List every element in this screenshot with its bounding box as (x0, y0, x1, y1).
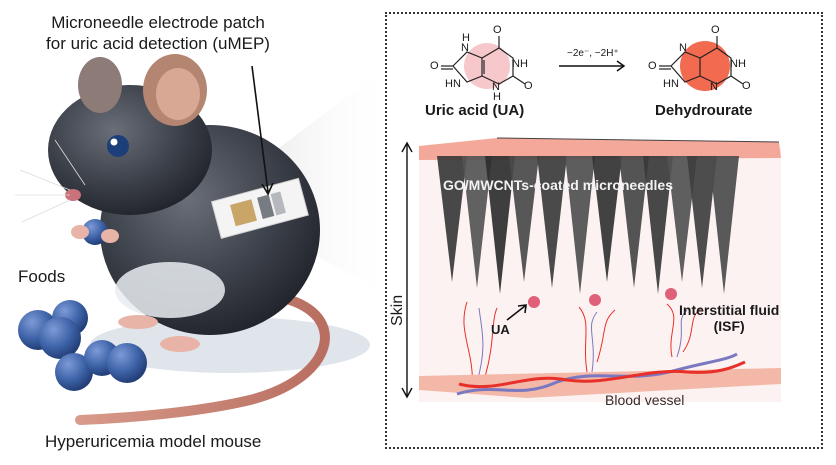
patch-pointer-arrowhead (261, 182, 274, 196)
microneedle (485, 156, 515, 294)
ua-label: UA (491, 322, 510, 337)
mouse-eye (107, 135, 129, 157)
skin-label: Skin (389, 294, 406, 326)
microneedle (537, 156, 567, 288)
microneedle (709, 156, 739, 294)
microneedle (592, 156, 622, 282)
microneedle (565, 156, 595, 294)
blueberries (18, 300, 147, 391)
held-blueberry (82, 219, 108, 245)
vein (456, 352, 738, 396)
mouse-drawing (15, 54, 395, 425)
patch-electrode-light (270, 191, 286, 216)
patch-label-line1: Microneedle electrode patch (51, 13, 265, 32)
microneedle (619, 156, 649, 288)
dehydrourate-highlight (680, 41, 730, 91)
patch-gold-electrode (230, 199, 257, 227)
isf-label: Interstitial fluid (ISF) (679, 302, 779, 334)
atom-label: O (430, 60, 439, 72)
ua-particle (528, 296, 540, 308)
needles-label: GO/MWCNTs-coated microneedles (443, 177, 674, 193)
atom-label: H (462, 32, 470, 44)
microneedle (687, 156, 717, 288)
skin-top-layer (419, 138, 781, 160)
atom-label: N (679, 42, 687, 54)
microneedle (643, 156, 673, 294)
artery (458, 360, 746, 389)
microneedle-patch (210, 177, 309, 239)
blueberry (55, 353, 93, 391)
mouse-foot-front (118, 315, 158, 329)
uric-acid-bonds (441, 36, 526, 85)
reactant-name: Uric acid (UA) (425, 102, 525, 119)
blueberry (107, 343, 147, 383)
microneedle-array (437, 156, 739, 294)
atom-label: NH (512, 58, 528, 70)
atom-label: NH (730, 58, 746, 70)
dehydrourate-bonds (659, 36, 744, 85)
patch-electrode-dark (257, 194, 275, 220)
atom-label: O (742, 80, 751, 92)
patch-base-edge (496, 137, 780, 143)
isf-label-line2: (ISF) (713, 318, 745, 334)
microneedle (509, 156, 539, 282)
atom-label: N (461, 42, 469, 54)
blueberry (39, 317, 81, 359)
atom-label: HN (663, 78, 679, 90)
microneedle (437, 156, 467, 282)
mouse-illustration-panel: Microneedle electrode patch for uric aci… (0, 0, 395, 465)
mouse-whiskers (15, 139, 86, 223)
atom-label: O (524, 80, 533, 92)
atom-label: N (492, 81, 500, 93)
atom-label: O (711, 24, 720, 36)
mouse-paw-left (71, 225, 89, 239)
mouse-eye-shine (110, 138, 118, 146)
patch-label-line2: for uric acid detection (uMEP) (46, 34, 270, 53)
mouse-ear-left (78, 57, 122, 113)
reaction-arrowhead (616, 60, 626, 72)
uric-acid-highlight (464, 43, 510, 89)
mouse-caption: Hyperuricemia model mouse (45, 432, 262, 451)
microneedle (667, 156, 697, 282)
patch-pointer-line (251, 65, 269, 193)
reaction-scheme (441, 36, 744, 91)
reaction-conditions: −2e⁻, −2H⁺ (567, 48, 619, 59)
detection-mechanism-panel: H N O NH O HN N H O N O NH O HN N O −2e⁻… (385, 12, 823, 449)
mouse-ear-inner (156, 68, 200, 120)
mouse-nose (65, 189, 81, 201)
product-name: Dehydrourate (655, 102, 753, 119)
mouse-foot-back (160, 336, 200, 352)
mouse-paw-right (101, 229, 119, 243)
skin-cross-section (401, 137, 781, 402)
atom-label: H (493, 91, 501, 103)
mouse-belly (115, 262, 225, 318)
patch-label: Microneedle electrode patch for uric aci… (38, 12, 278, 54)
skin-depth-arrow-top (401, 141, 413, 153)
mouse-tail (75, 295, 330, 425)
isf-label-line1: Interstitial fluid (679, 302, 780, 318)
ua-particle (589, 294, 601, 306)
atom-label: HN (445, 78, 461, 90)
ua-pointer-arrowhead (517, 304, 527, 314)
microneedle (462, 156, 492, 288)
skin-depth-arrow-bottom (401, 387, 413, 399)
atom-label: N (710, 81, 718, 93)
vessel-label: Blood vessel (605, 392, 685, 408)
ua-pointer (506, 305, 526, 321)
foods-label: Foods (18, 267, 66, 286)
atom-label: O (493, 24, 502, 36)
mouse-shadow (90, 317, 370, 373)
atom-label: O (648, 60, 657, 72)
ua-particle (665, 288, 677, 300)
